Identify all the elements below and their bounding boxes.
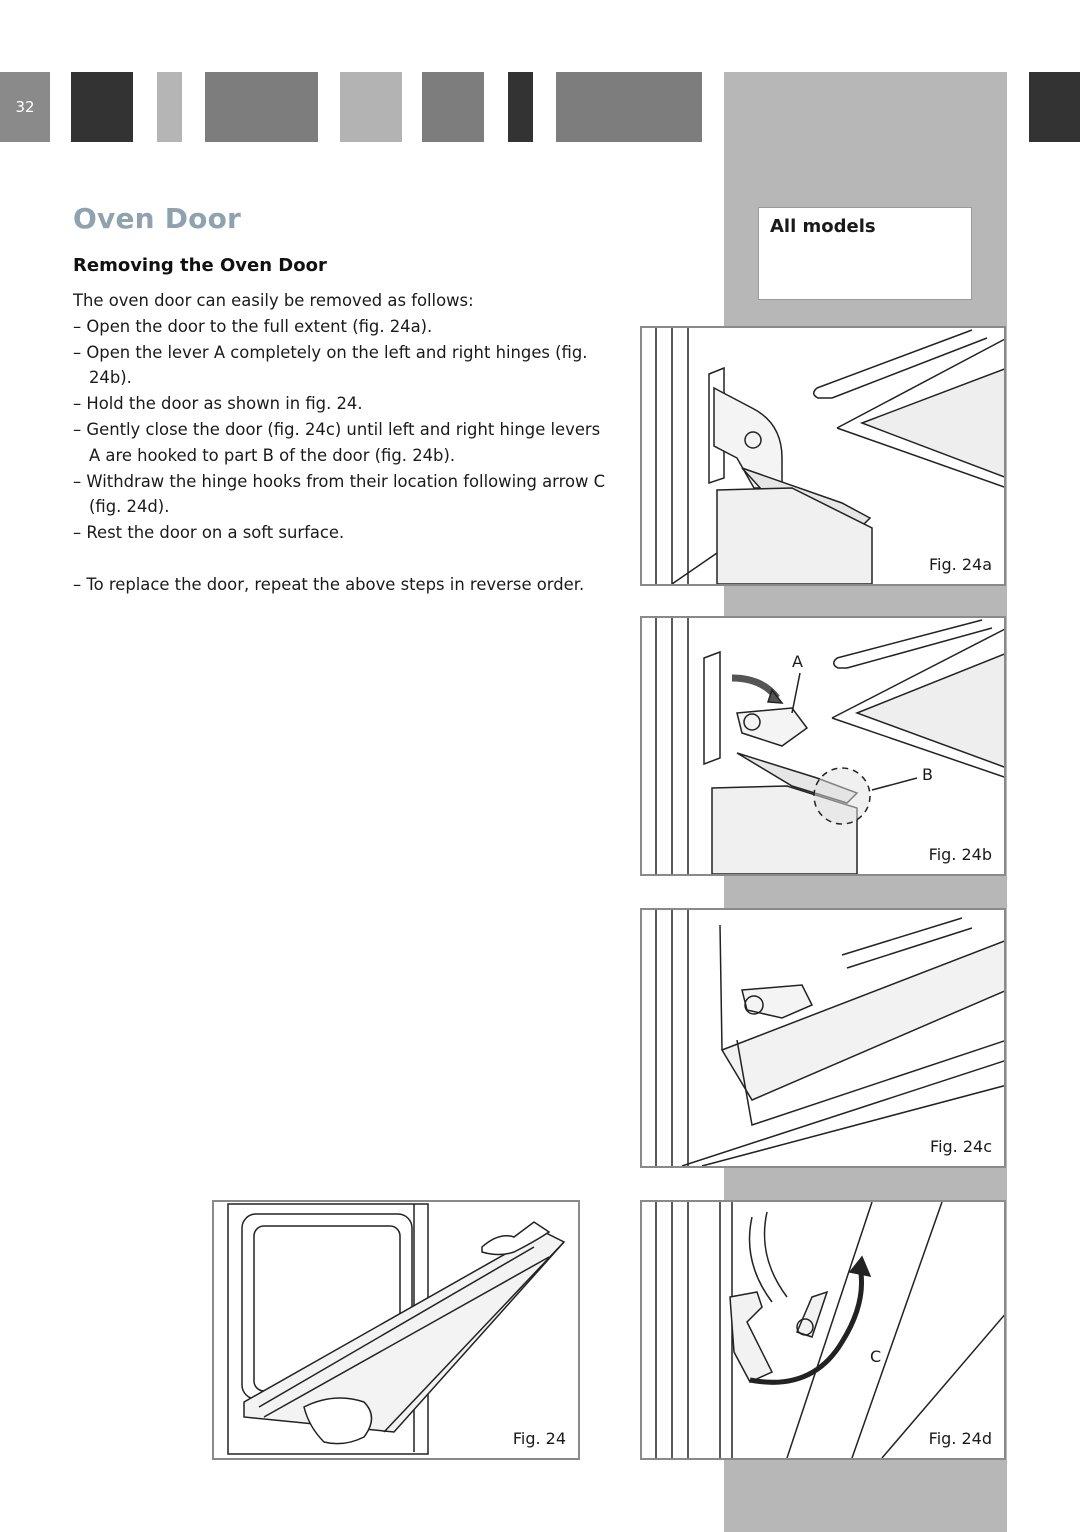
models-box: All models <box>758 207 972 300</box>
figure-24d: C Fig. 24d <box>640 1200 1006 1460</box>
figure-24: Fig. 24 <box>212 1200 580 1460</box>
lever-open-illustration <box>655 618 1004 874</box>
header-bar <box>340 72 402 142</box>
figure-caption: Fig. 24 <box>512 1429 566 1448</box>
header-bar <box>205 72 318 142</box>
figure-caption: Fig. 24d <box>928 1429 992 1448</box>
header-bar <box>556 72 702 142</box>
step-item: – Hold the door as shown in fig. 24. <box>73 394 363 414</box>
figure-24a: Fig. 24a <box>640 326 1006 586</box>
step-item: – Open the lever A completely on the lef… <box>73 342 588 388</box>
hinge-withdraw-illustration <box>655 1202 1004 1458</box>
door-held-illustration <box>227 1203 566 1455</box>
figure-caption: Fig. 24b <box>928 845 992 864</box>
step-item: – Gently close the door (fig. 24c) until… <box>73 419 601 465</box>
header-bar <box>157 72 182 142</box>
figure-caption: Fig. 24a <box>929 555 992 574</box>
replace-note: – To replace the door, repeat the above … <box>73 574 585 594</box>
header-bar <box>508 72 533 142</box>
intro-text: The oven door can easily be removed as f… <box>73 291 474 310</box>
page-number: 32 <box>0 72 50 142</box>
page-title: Oven Door <box>73 202 242 235</box>
step-item: – Rest the door on a soft surface. <box>73 523 345 543</box>
section-heading: Removing the Oven Door <box>73 255 327 276</box>
door-closing-illustration <box>655 910 1004 1166</box>
header-bar <box>1029 72 1080 142</box>
step-item: – Withdraw the hinge hooks from their lo… <box>73 471 606 517</box>
figure-caption: Fig. 24c <box>930 1137 992 1156</box>
label-b: B <box>922 765 933 784</box>
instructions: The oven door can easily be removed as f… <box>73 288 613 598</box>
header-bar <box>422 72 484 142</box>
figure-24c: Fig. 24c <box>640 908 1006 1168</box>
step-item: – Open the door to the full extent (fig.… <box>73 316 433 336</box>
models-label: All models <box>770 216 876 237</box>
label-c: C <box>870 1347 882 1366</box>
header-bar <box>71 72 133 142</box>
hinge-open-illustration <box>655 328 1004 584</box>
label-a: A <box>792 652 803 671</box>
figure-24b: A B Fig. 24b <box>640 616 1006 876</box>
